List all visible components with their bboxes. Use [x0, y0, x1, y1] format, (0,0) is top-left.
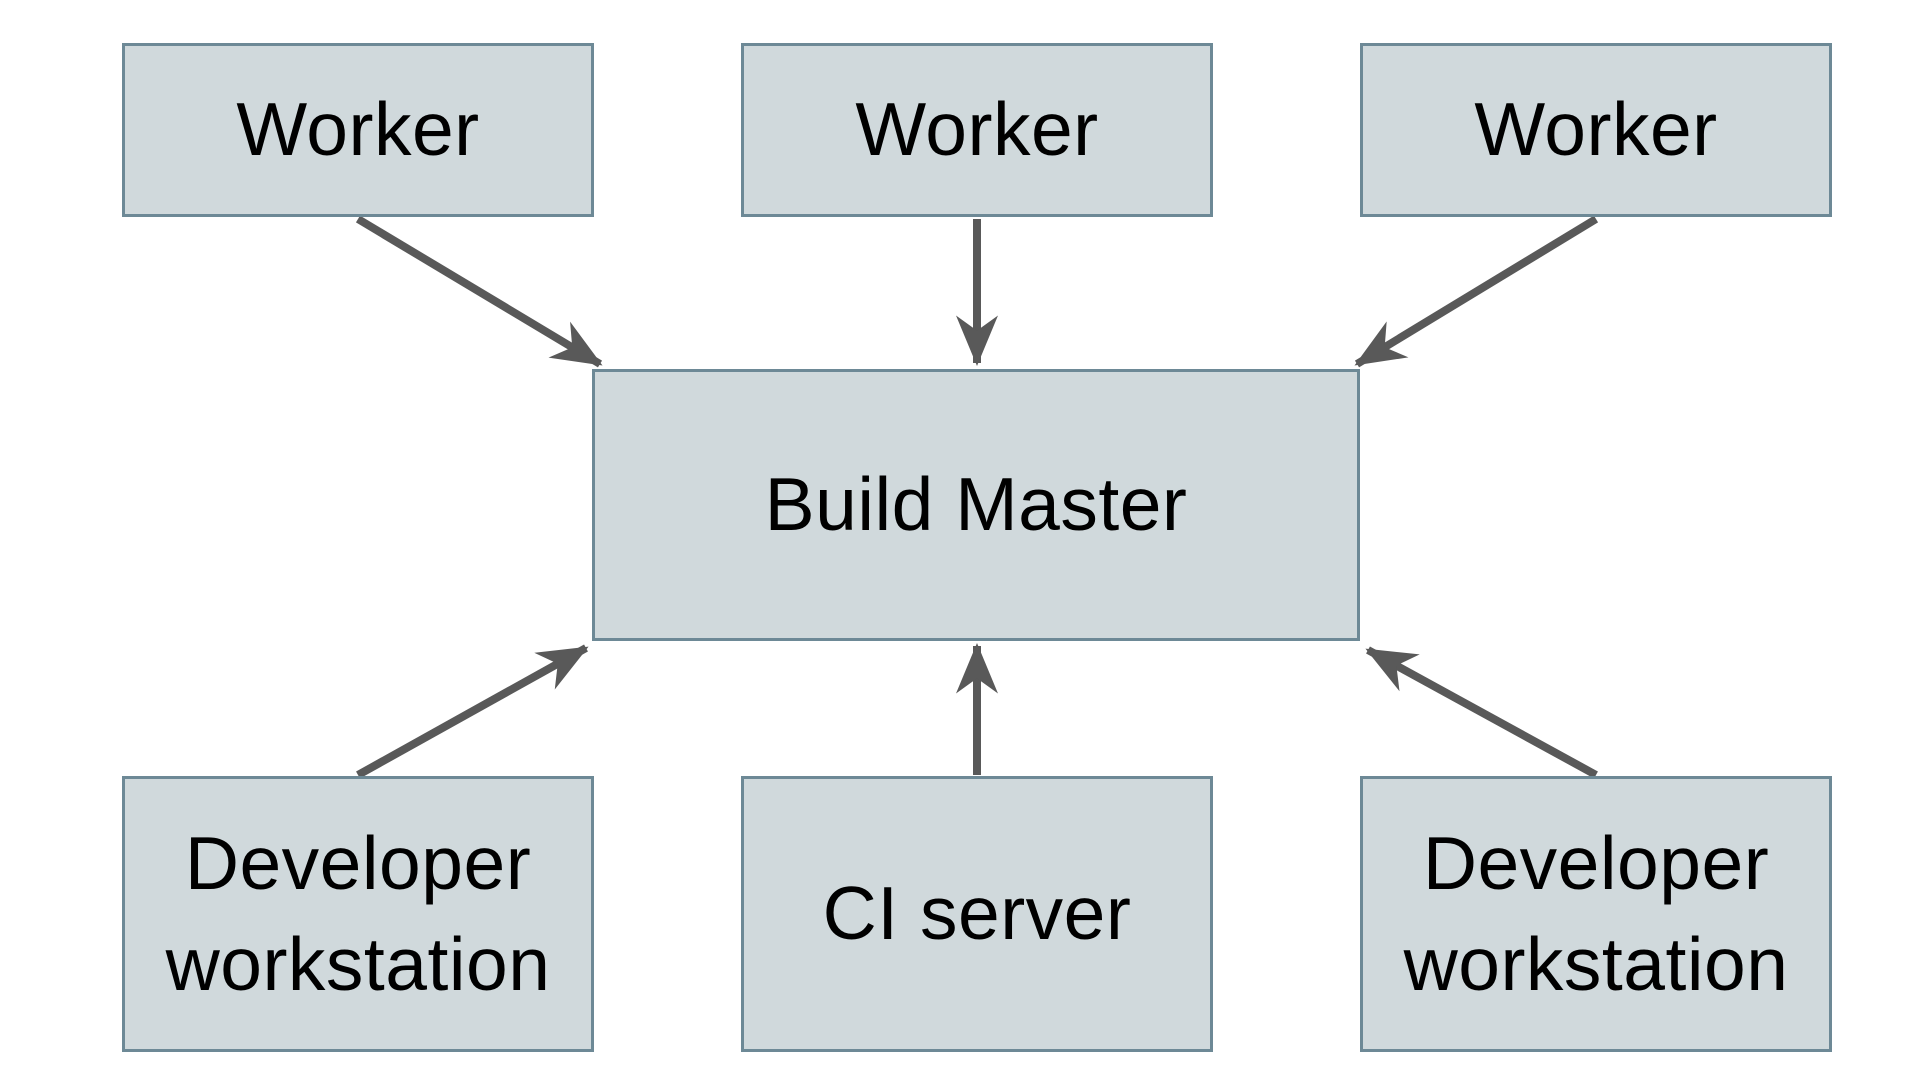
node-worker-3-label: Worker [1474, 87, 1718, 172]
node-ci-server-label: CI server [822, 871, 1132, 956]
node-developer-workstation-left: Developer workstation [122, 776, 594, 1052]
node-developer-workstation-left-label: Developer workstation [165, 820, 551, 1006]
node-ci-server: CI server [741, 776, 1213, 1052]
node-build-master: Build Master [592, 369, 1360, 641]
arrow-worker1-to-build-master [355, 215, 603, 368]
node-worker-1: Worker [122, 43, 594, 217]
node-worker-3: Worker [1360, 43, 1832, 217]
node-worker-2-label: Worker [855, 87, 1099, 172]
node-developer-workstation-right-label: Developer workstation [1403, 820, 1789, 1006]
arrow-worker3-to-build-master [1354, 215, 1599, 368]
node-worker-1-label: Worker [236, 87, 480, 172]
node-build-master-label: Build Master [764, 462, 1188, 547]
arrow-dev-right-to-build-master [1365, 646, 1598, 779]
node-developer-workstation-right: Developer workstation [1360, 776, 1832, 1052]
arrow-dev-left-to-build-master [356, 644, 589, 779]
node-worker-2: Worker [741, 43, 1213, 217]
